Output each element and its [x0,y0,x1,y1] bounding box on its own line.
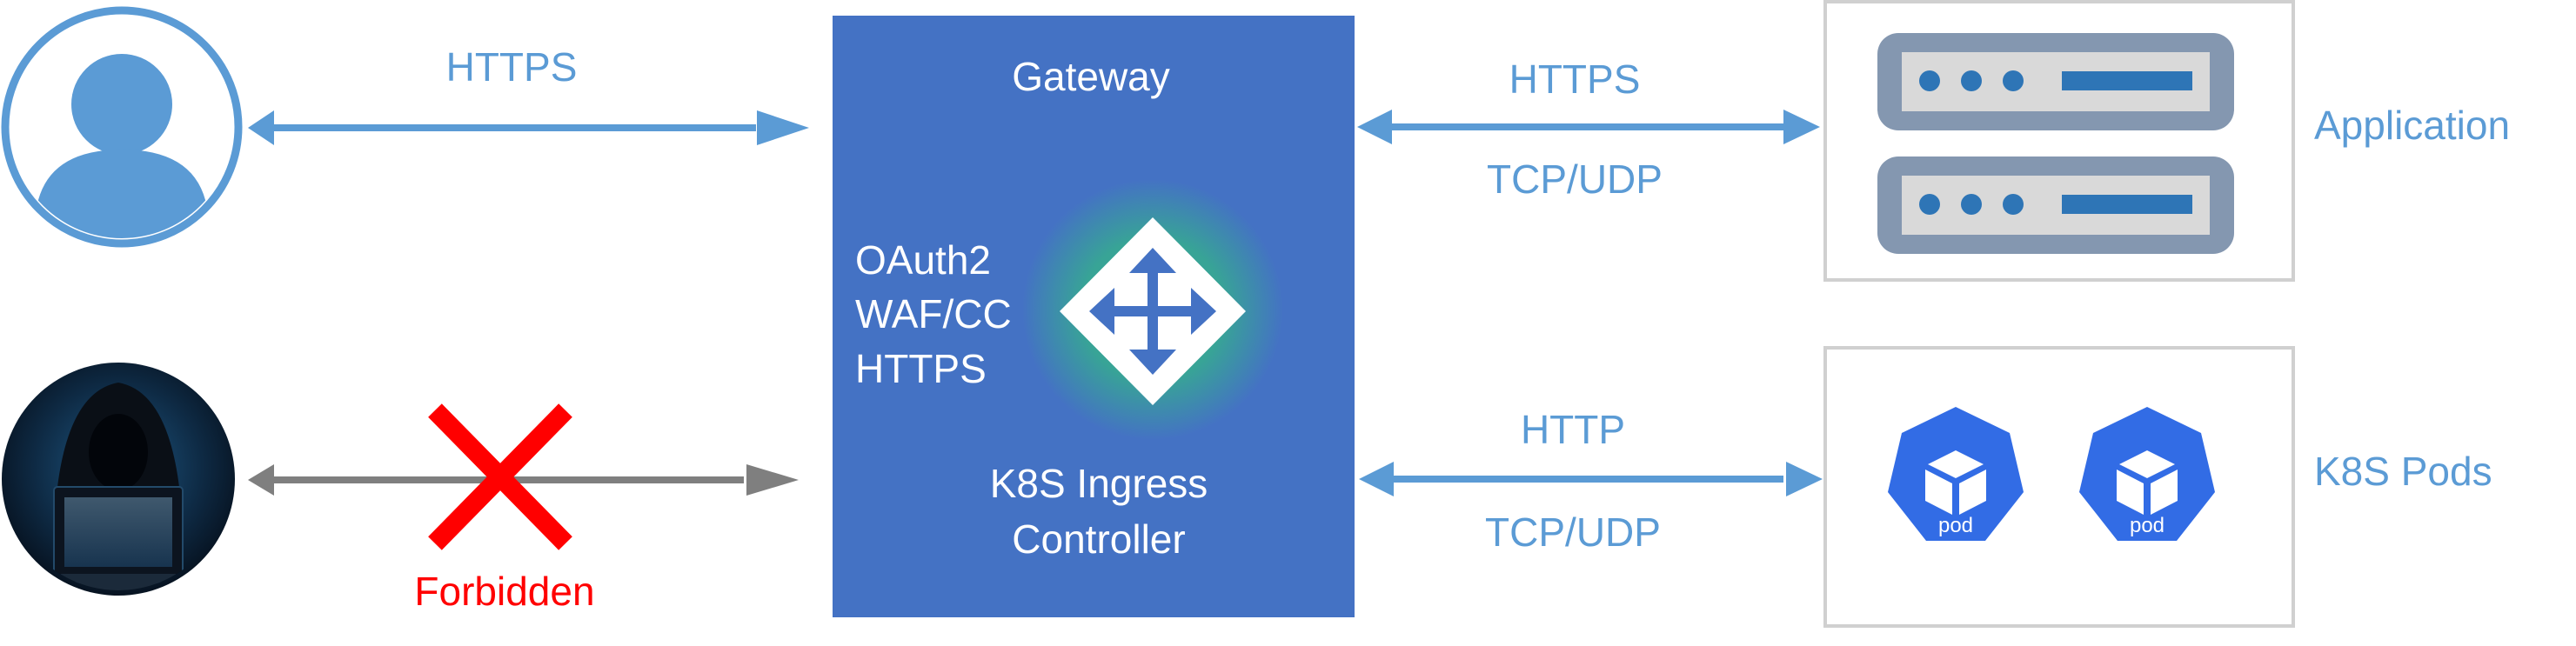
application-label: Application [2314,103,2510,148]
pods-link-label-bottom: TCP/UDP [1485,509,1661,555]
x-mark-icon [428,403,572,550]
feature-oauth2: OAuth2 [855,237,991,283]
pods-link-arrow [1359,462,1823,496]
server-icon [1877,33,2234,130]
server-icon [1877,157,2234,254]
pod-label: pod [2130,514,2165,537]
pod-label: pod [1938,514,1973,537]
controller-label-line2: Controller [1012,516,1185,562]
router-arrows-icon [1022,179,1283,440]
pods-link-label-top: HTTP [1521,407,1625,452]
gateway-title: Gateway [1012,54,1170,99]
application-link-label-top: HTTPS [1509,57,1641,102]
user-link-arrow [248,110,809,145]
controller-label-line1: K8S Ingress [990,461,1208,506]
hacker-icon [2,363,235,596]
kubernetes-pod-icon [2079,407,2215,541]
application-link-label-bottom: TCP/UDP [1487,157,1663,202]
feature-https: HTTPS [855,346,987,391]
user-avatar-icon [1,6,243,248]
k8s-pods-label: K8S Pods [2314,449,2492,494]
feature-waf-cc: WAF/CC [855,291,1012,336]
kubernetes-pod-icon [1888,407,2024,541]
user-link-label: HTTPS [446,44,578,90]
forbidden-label: Forbidden [414,569,594,614]
application-link-arrow [1357,110,1820,144]
